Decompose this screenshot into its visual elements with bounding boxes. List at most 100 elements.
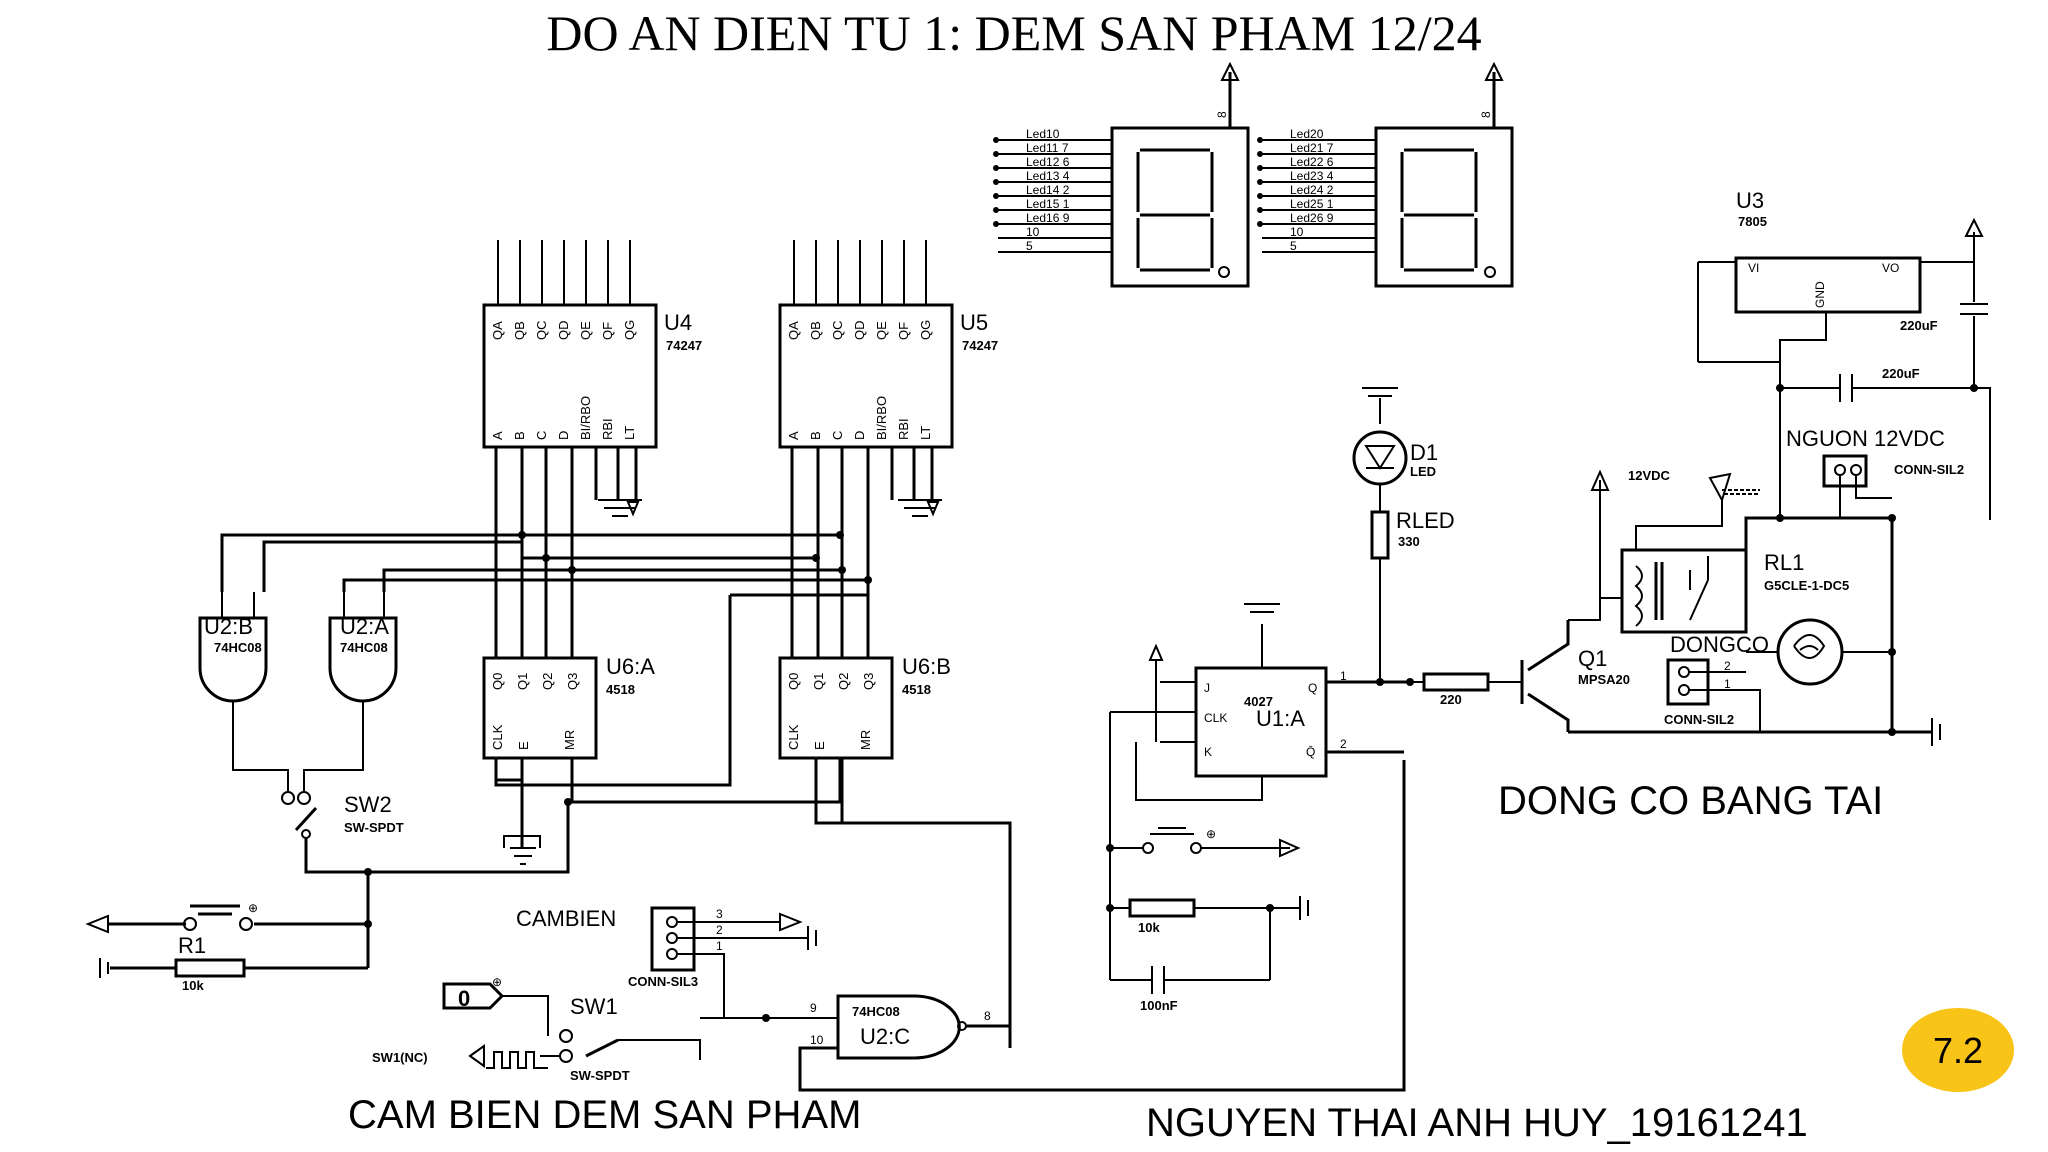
ground-motor: [1931, 718, 1941, 746]
decoder-output-label: QB: [512, 321, 527, 340]
decoder-input-label: BI/RBO: [874, 396, 889, 440]
svg-text:RL1: RL1: [1764, 550, 1804, 575]
decoder-input-label: RBI: [600, 418, 615, 440]
svg-text:8: 8: [1479, 111, 1493, 118]
counter-output-label: Q1: [515, 673, 530, 690]
svg-text:Q1: Q1: [1578, 646, 1607, 671]
svg-text:R1: R1: [178, 933, 206, 958]
counter-input-label: CLK: [786, 724, 801, 750]
decoder-output-label: QG: [622, 320, 637, 340]
q1-transistor: 220 Q1 MPSA20: [1410, 620, 1630, 732]
display-pin-label: Led23 4: [1290, 169, 1334, 183]
display-pin-label: 10: [1290, 225, 1304, 239]
power-rails: [1568, 516, 1932, 734]
svg-text:CONN-SIL2: CONN-SIL2: [1664, 712, 1734, 727]
display-pin-label: Led22 6: [1290, 155, 1334, 169]
author-label: NGUYEN THAI ANH HUY_19161241: [1146, 1101, 1808, 1145]
seven-segment-display-2: 8: [1374, 61, 1514, 288]
svg-text:U2:A: U2:A: [340, 614, 389, 639]
counter-input-label: E: [516, 741, 531, 750]
decoder-input-label: B: [808, 431, 823, 440]
svg-text:10: 10: [810, 1033, 824, 1047]
u2b-and-gate: U2:B 74HC08: [198, 592, 268, 735]
svg-text:1: 1: [1340, 669, 1347, 683]
motor-section-label: DONG CO BANG TAI: [1498, 779, 1883, 823]
decoder-output-label: QA: [786, 321, 801, 340]
svg-text:⊕: ⊕: [1206, 827, 1216, 841]
svg-text:74HC08: 74HC08: [852, 1004, 900, 1019]
svg-text:Q: Q: [1308, 681, 1317, 695]
svg-text:2: 2: [1340, 737, 1347, 751]
display-pin-label: 5: [1290, 239, 1297, 253]
decoder-input-label: BI/RBO: [578, 396, 593, 440]
counter-output-label: Q2: [836, 673, 851, 690]
u4-part: 74247: [666, 338, 702, 353]
counter-output-label: Q0: [786, 673, 801, 690]
junction-dots: [364, 531, 1896, 928]
counter-input-label: MR: [858, 730, 873, 750]
display-pin-label: Led11 7: [1026, 141, 1069, 155]
u6b-name: U6:B: [902, 654, 951, 679]
counter-output-label: Q2: [540, 673, 555, 690]
display-pin-label: 10: [1026, 225, 1040, 239]
display-pin-label: Led20: [1290, 127, 1324, 141]
svg-text:⊕: ⊕: [492, 975, 502, 989]
decoder-output-label: QF: [896, 322, 911, 340]
svg-text:⊕: ⊕: [248, 901, 258, 915]
sensor-connector: CAMBIEN 321 CONN-SIL3: [516, 906, 817, 1019]
svg-text:74HC08: 74HC08: [214, 640, 262, 655]
svg-text:U1:A: U1:A: [1256, 706, 1305, 731]
svg-text:CONN-SIL3: CONN-SIL3: [628, 974, 698, 989]
svg-text:3: 3: [716, 907, 723, 921]
svg-text:10k: 10k: [1138, 920, 1160, 935]
display-pin-label: Led25 1: [1290, 197, 1334, 211]
svg-text:1: 1: [1724, 677, 1731, 691]
svg-text:G5CLE-1-DC5: G5CLE-1-DC5: [1764, 578, 1849, 593]
u4-name: U4: [664, 310, 692, 335]
decoder-input-label: A: [490, 431, 505, 440]
svg-text:NGUON 12VDC: NGUON 12VDC: [1786, 426, 1945, 451]
svg-text:VI: VI: [1748, 261, 1759, 275]
decoder-output-label: QD: [556, 321, 571, 341]
slide-number-badge: 7.2: [1902, 1008, 2014, 1092]
display-pin-label: Led15 1: [1026, 197, 1070, 211]
decoder-input-label: C: [830, 431, 845, 440]
counter-input-label: MR: [562, 730, 577, 750]
svg-text:SW-SPDT: SW-SPDT: [570, 1068, 630, 1083]
svg-text:SW1: SW1: [570, 994, 618, 1019]
u5-name: U5: [960, 310, 988, 335]
svg-text:GND: GND: [1813, 281, 1827, 308]
svg-text:7805: 7805: [1738, 214, 1767, 229]
svg-text:LED: LED: [1410, 464, 1436, 479]
svg-text:RLED: RLED: [1396, 508, 1455, 533]
ground-symbols-decoders: [598, 499, 942, 517]
svg-text:4027: 4027: [1244, 694, 1273, 709]
display-pin-label: Led16 9: [1026, 211, 1070, 225]
sensor-section-label: CAM BIEN DEM SAN PHAM: [348, 1093, 861, 1137]
display-pin-label: Led10: [1026, 127, 1060, 141]
counter-output-label: Q3: [861, 673, 876, 690]
u2c-and-gate: 74HC08 U2:C 8 9 10: [700, 760, 1406, 1092]
u3-regulator: U3 7805 VI VO GND 220uF 220uF: [1697, 188, 1991, 520]
svg-text:8: 8: [984, 1009, 991, 1023]
decoder-input-label: RBI: [896, 418, 911, 440]
decoder-output-label: QF: [600, 322, 615, 340]
motor-dongco: DONGCO 21 CONN-SIL2: [1664, 618, 1892, 732]
decoder-input-label: LT: [622, 426, 637, 440]
decoder-output-label: QE: [578, 321, 593, 340]
decoder-output-label: QC: [830, 321, 845, 341]
relay-rl1: RL1 G5CLE-1-DC5: [1568, 469, 1849, 634]
display-pin-label: Led12 6: [1026, 155, 1070, 169]
counter-output-label: Q3: [565, 673, 580, 690]
decoder-output-label: QG: [918, 320, 933, 340]
display-pin-label: 5: [1026, 239, 1033, 253]
sw1-switch: 0 ⊕ SW1 SW-SPDT SW1(NC): [372, 975, 701, 1083]
counter-input-label: E: [812, 741, 827, 750]
svg-text:10k: 10k: [182, 978, 204, 993]
svg-text:100nF: 100nF: [1140, 998, 1178, 1013]
u2a-and-gate: U2:A 74HC08: [328, 592, 398, 735]
svg-text:VO: VO: [1882, 261, 1899, 275]
